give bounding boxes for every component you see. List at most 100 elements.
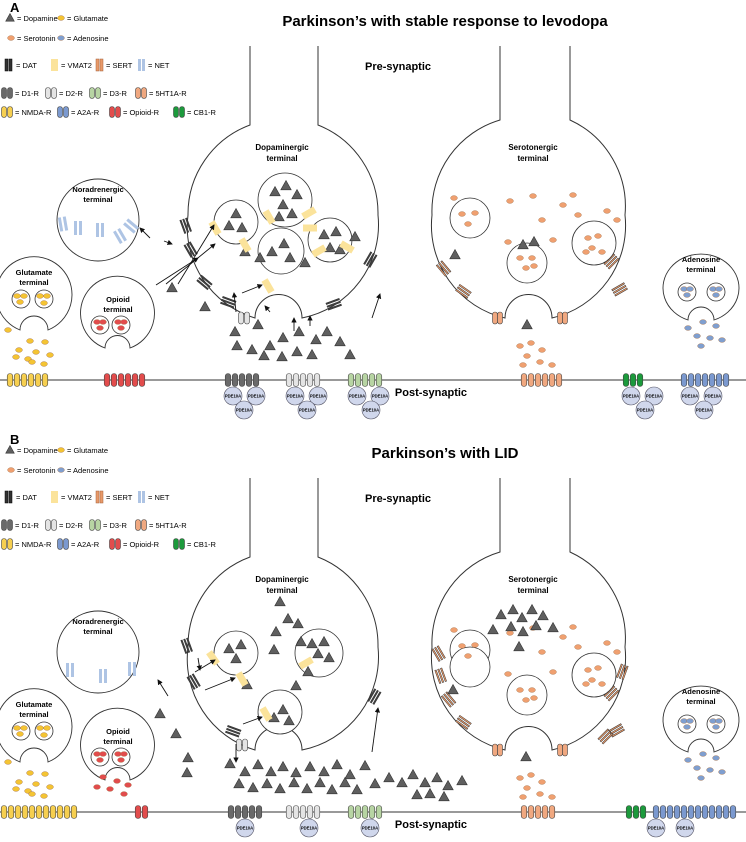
synaptic-vesicle xyxy=(677,714,697,734)
dopamine-molecule xyxy=(230,652,242,664)
5ht1a-receptor xyxy=(541,805,549,819)
d3-receptor xyxy=(347,373,355,387)
synaptic-vesicle xyxy=(449,197,491,239)
glutamate-molecule xyxy=(16,299,24,305)
vmat2-transporter xyxy=(298,656,314,670)
dopamine-molecule xyxy=(258,349,270,361)
serotonin-molecule xyxy=(516,255,524,261)
5ht1a-receptor xyxy=(534,373,542,387)
synaptic-vesicle xyxy=(571,220,617,266)
dopamine-molecule xyxy=(516,611,528,623)
dopamine-molecule xyxy=(334,243,346,255)
5ht1a-autoreceptor xyxy=(492,311,498,325)
vmat2-transporter xyxy=(311,244,327,258)
serotonin-molecule xyxy=(516,687,524,693)
serotonin-molecule xyxy=(504,239,512,245)
opioid-molecule xyxy=(124,782,132,788)
a2a-receptor xyxy=(701,805,709,819)
legend-d1r: = D1-R xyxy=(15,89,40,98)
adenosine-molecule xyxy=(686,718,694,724)
noradrenergic-label: Noradrenergic xyxy=(72,185,123,194)
d2-receptor xyxy=(313,373,321,387)
transport-arrow xyxy=(196,657,202,671)
dopamine-molecule xyxy=(369,777,381,789)
5ht1a-receptor xyxy=(534,805,542,819)
a2a-receptor xyxy=(666,805,674,819)
dopamine-molecule xyxy=(277,331,289,343)
d2-autoreceptor xyxy=(236,738,242,752)
opioid-molecule xyxy=(96,325,104,331)
dopamine-molecule xyxy=(277,198,289,210)
dopamine-molecule xyxy=(526,603,538,615)
glutamate-molecule xyxy=(41,339,49,345)
vmat2-transporter xyxy=(339,240,355,254)
nmda-receptor xyxy=(70,805,78,819)
d2-receptor xyxy=(313,805,321,819)
opioid-molecule xyxy=(114,751,122,757)
adenosine-molecule xyxy=(683,724,691,730)
dopamine-molecule xyxy=(323,651,335,663)
dopamine-molecule xyxy=(318,765,330,777)
dopamine-molecule xyxy=(282,612,294,624)
d2r-icon xyxy=(51,519,57,531)
adenosine-label: Adenosine xyxy=(682,687,720,696)
5ht1a-receptor xyxy=(548,373,556,387)
nmda-receptor xyxy=(14,805,22,819)
serotonin-molecule xyxy=(538,347,546,353)
d2r-icon xyxy=(45,87,51,99)
adenosine-molecule xyxy=(680,286,688,292)
noradrenergic-membrane xyxy=(56,610,140,694)
cb1r-icon xyxy=(173,106,179,118)
opioid-molecule xyxy=(117,757,125,763)
d3-receptor xyxy=(347,805,355,819)
d2-receptor xyxy=(285,805,293,819)
d1-receptor xyxy=(231,373,239,387)
dopamine-molecule xyxy=(293,325,305,337)
nmda-receptor xyxy=(6,373,14,387)
glutamate-molecule xyxy=(15,779,23,785)
legend-net: = NET xyxy=(148,61,170,70)
5ht1a-autoreceptor xyxy=(562,311,568,325)
synaptic-vesicle xyxy=(706,714,726,734)
dopamine-molecule xyxy=(274,782,286,794)
serotonin-molecule xyxy=(603,640,611,646)
opioid-receptor xyxy=(103,373,111,387)
dopamine-molecule xyxy=(292,617,304,629)
dopamine-molecule xyxy=(304,760,316,772)
dopamine-molecule xyxy=(270,625,282,637)
vmat2-icon xyxy=(51,59,58,71)
opioid-receptor xyxy=(138,373,146,387)
pde10a-enzyme xyxy=(621,386,641,406)
5ht1a-autoreceptor xyxy=(557,743,563,757)
synaptic-vesicle xyxy=(111,747,131,767)
serotonin-molecule xyxy=(522,265,530,271)
postsynaptic-label: Post-synaptic xyxy=(395,819,467,831)
glutamate-molecule xyxy=(40,361,48,367)
glutamate-molecule xyxy=(40,732,48,738)
pde10a-enzyme xyxy=(361,400,381,420)
pde10a-label: PDE10A xyxy=(677,826,693,831)
nmda-receptor xyxy=(0,805,8,819)
adenosine-molecule xyxy=(709,718,717,724)
dopamine-molecule xyxy=(229,325,241,337)
dat-icon xyxy=(4,58,9,72)
a2a-receptor xyxy=(659,805,667,819)
serotonin-molecule xyxy=(458,211,466,217)
dopamine-molecule xyxy=(330,225,342,237)
adenosine-molecule xyxy=(684,757,692,763)
5ht1a-receptor xyxy=(520,373,528,387)
glutamate-molecule xyxy=(41,771,49,777)
noradrenergic-label: Noradrenergic xyxy=(72,617,123,626)
dopamine-molecule xyxy=(266,245,278,257)
legend-dopamine: = Dopamine xyxy=(17,446,58,455)
glutamate-molecule xyxy=(36,725,44,731)
glutamate-label-line2: terminal xyxy=(19,710,48,719)
cb1-receptor xyxy=(625,805,633,819)
serotonin-molecule xyxy=(598,681,606,687)
serotonergic-label-line2: terminal xyxy=(517,586,548,595)
opioid-receptor xyxy=(141,805,149,819)
5ht1a-autoreceptor xyxy=(492,743,498,757)
